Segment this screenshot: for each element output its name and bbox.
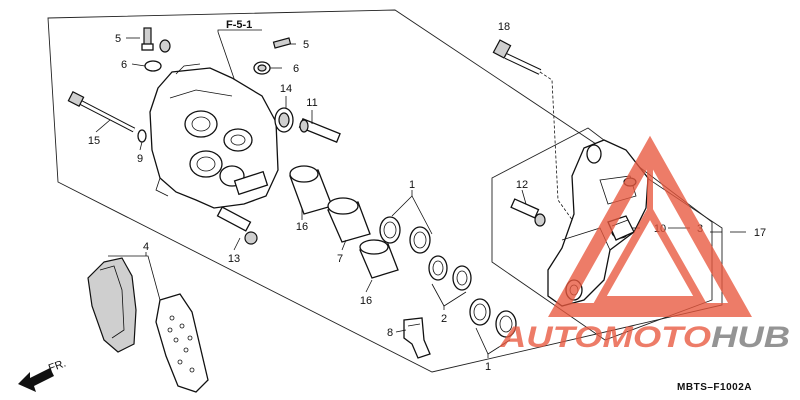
part-16-piston-lower bbox=[359, 239, 399, 279]
part-5-bleeder-left bbox=[141, 27, 154, 51]
callout-6-left: 6 bbox=[121, 59, 127, 71]
front-direction-label: FR. bbox=[47, 357, 68, 374]
callout-5-right: 5 bbox=[303, 39, 309, 51]
part-13-pin bbox=[216, 206, 258, 245]
section-ref-leader bbox=[217, 29, 262, 32]
callout-16-lower: 16 bbox=[360, 295, 372, 307]
watermark-triangle-icon bbox=[548, 135, 752, 317]
caliper-body bbox=[149, 63, 279, 209]
part-16-piston-upper bbox=[289, 165, 333, 215]
callout-16-upper: 16 bbox=[296, 221, 308, 233]
diagram-code: MBTS–F1002A bbox=[677, 382, 752, 393]
part-14-boot bbox=[274, 107, 294, 133]
part-5-bleeder-right bbox=[272, 37, 292, 49]
callout-15: 15 bbox=[88, 135, 100, 147]
bracket-frame bbox=[491, 127, 713, 341]
front-direction-marker: FR. bbox=[18, 357, 68, 392]
part-15-pin bbox=[67, 91, 136, 133]
callout-12: 12 bbox=[516, 179, 528, 191]
part-8-pad-spring bbox=[403, 317, 431, 359]
part-18-bolt bbox=[492, 39, 542, 75]
part-6-cap-left bbox=[144, 39, 171, 72]
part-12-pin bbox=[510, 198, 546, 227]
callout-8: 8 bbox=[387, 327, 393, 339]
callout-4: 4 bbox=[143, 241, 149, 253]
part-9-washer bbox=[137, 129, 147, 143]
part-11-slide-pin bbox=[298, 117, 341, 143]
part-1-seal-set-upper bbox=[379, 216, 431, 254]
callout-11: 11 bbox=[306, 97, 317, 109]
part-1-seal-set-lower bbox=[469, 298, 517, 338]
callout-5-left: 5 bbox=[115, 33, 121, 45]
part-4-brake-pads bbox=[87, 257, 209, 393]
callout-18: 18 bbox=[498, 21, 510, 33]
callout-7: 7 bbox=[337, 253, 343, 265]
callout-9: 9 bbox=[137, 153, 143, 165]
callout-1-upper: 1 bbox=[409, 179, 415, 191]
part-7-piston bbox=[327, 197, 371, 243]
callout-6-right: 6 bbox=[293, 63, 299, 75]
callout-14: 14 bbox=[280, 83, 292, 95]
front-arrow-icon bbox=[18, 368, 54, 392]
callout-13: 13 bbox=[228, 253, 240, 265]
callout-1-lower: 1 bbox=[485, 361, 491, 373]
part-6-cap-right bbox=[253, 61, 271, 75]
bolt-18-path bbox=[539, 71, 579, 229]
part-3-bracket bbox=[547, 139, 649, 307]
callout-2: 2 bbox=[441, 313, 447, 325]
part-2-seal-set bbox=[428, 255, 472, 291]
section-ref-label: F-5-1 bbox=[226, 19, 252, 31]
callout-17: 17 bbox=[754, 227, 766, 239]
